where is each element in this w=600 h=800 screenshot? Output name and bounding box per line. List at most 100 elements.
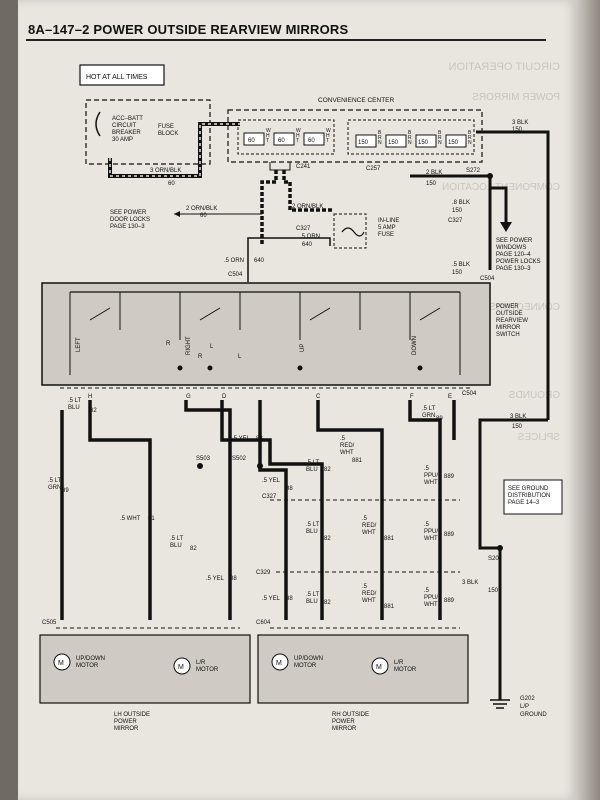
wire-label: 2 ORN/BLK — [186, 206, 217, 212]
fuse-block-label: FUSE — [158, 124, 174, 130]
wire-circuit: 89 — [62, 488, 69, 494]
wire-circuit: 150 — [452, 270, 463, 276]
connector-label: C327 — [296, 226, 311, 232]
switch-position: DOWN — [412, 336, 418, 355]
wire-circuit: 881 — [384, 536, 395, 542]
wire-circuit: 150 — [452, 208, 463, 214]
wire-label: .5 YEL — [262, 478, 281, 484]
splice-value: 60 — [278, 138, 285, 144]
wire-label: 3 BLK — [462, 580, 478, 586]
lr-motor-icon — [371, 657, 389, 675]
page-edge — [578, 0, 600, 800]
wire-label: .5 ORN — [224, 258, 244, 264]
svg-text:D: D — [222, 394, 227, 400]
wire-2-orn-blk-right — [282, 170, 334, 212]
wire-circuit: 889 — [444, 532, 455, 538]
motor-symbol: M — [276, 660, 282, 667]
c241-connector — [269, 162, 291, 171]
wire-label: .5 YEL — [232, 436, 251, 442]
splice-s503 — [197, 463, 203, 469]
svg-text:F: F — [410, 394, 414, 400]
fuse-symbol — [341, 227, 365, 237]
wire-circuit: 88 — [286, 596, 293, 602]
wire-circuit: 89 — [436, 416, 443, 422]
brown-bus — [347, 119, 475, 155]
breaker-label: BREAKER — [112, 130, 141, 136]
hot-label: HOT AT ALL TIMES — [86, 74, 148, 81]
wire-circuit: 881 — [384, 604, 395, 610]
wire-label: 2 ORN/BLK — [292, 204, 323, 210]
switch-position: UP — [300, 344, 306, 352]
wire-circuit: 88 — [230, 576, 237, 582]
connector-label: C505 — [42, 620, 57, 626]
wire-circuit: 889 — [444, 474, 455, 480]
ground-label: L/P — [520, 704, 529, 710]
connector-label: C504 — [480, 276, 495, 282]
svg-text:B: B — [378, 130, 382, 136]
wire-circuit: 60 — [168, 181, 175, 187]
bleed-text: CONNECTORS — [489, 302, 560, 313]
svg-text:G: G — [186, 394, 191, 400]
convenience-center-label: CONVENIENCE CENTER — [318, 97, 395, 104]
wire-3-blk-ground — [478, 418, 548, 700]
wire-circuit: 150 — [488, 588, 499, 594]
up-down-motor-icon — [53, 653, 71, 671]
convenience-center — [227, 109, 483, 163]
switch-contacts — [69, 292, 461, 375]
connector-label: C504 — [228, 272, 243, 278]
switch-position: L — [210, 344, 214, 350]
ground-reference-box — [503, 479, 563, 515]
wire-circuit: 88 — [286, 486, 293, 492]
hot-at-all-times-box — [79, 64, 165, 86]
mirror-switch — [41, 282, 491, 386]
breaker-label: 30 AMP — [112, 137, 133, 143]
splice-value: 60 — [308, 138, 315, 144]
in-line-fuse — [333, 213, 367, 249]
motor-symbol: M — [376, 664, 382, 671]
splice-label: S502 — [232, 456, 247, 462]
lr-motor-icon — [173, 657, 191, 675]
wire-circuit: 60 — [200, 213, 207, 219]
fuse-block-label: BLOCK — [158, 131, 178, 137]
wire-circuit: 881 — [352, 458, 363, 464]
connector-label: C241 — [296, 164, 311, 170]
wire-5-orn — [247, 237, 331, 250]
white-bus — [237, 119, 335, 155]
wire-label: .8 BLK — [452, 200, 470, 206]
wire-label: .5 BLK — [452, 262, 470, 268]
bleed-text: SPLICES — [517, 432, 560, 443]
breaker-symbol — [95, 111, 101, 137]
wire-circuit: 150 — [426, 181, 437, 187]
wire-circuit: 82 — [90, 408, 97, 414]
arrow-down — [500, 222, 512, 232]
wire-circuit: 150 — [512, 424, 523, 430]
splice-value: 60 — [248, 138, 255, 144]
svg-text:B: B — [468, 130, 472, 136]
connector-label: C329 — [256, 570, 271, 576]
svg-text:T: T — [326, 138, 329, 144]
splice-value: 150 — [418, 140, 429, 146]
breaker-label: ACC–BATT — [112, 116, 143, 122]
svg-text:H: H — [266, 133, 270, 139]
breaker-label: CIRCUIT — [112, 123, 137, 129]
bleed-text: GROUNDS — [509, 390, 560, 401]
svg-text:R: R — [408, 135, 412, 141]
svg-text:B: B — [408, 130, 412, 136]
wire-circuit: 82 — [324, 536, 331, 542]
switch-position: RIGHT — [186, 336, 192, 355]
splice-label: S272 — [466, 168, 481, 174]
